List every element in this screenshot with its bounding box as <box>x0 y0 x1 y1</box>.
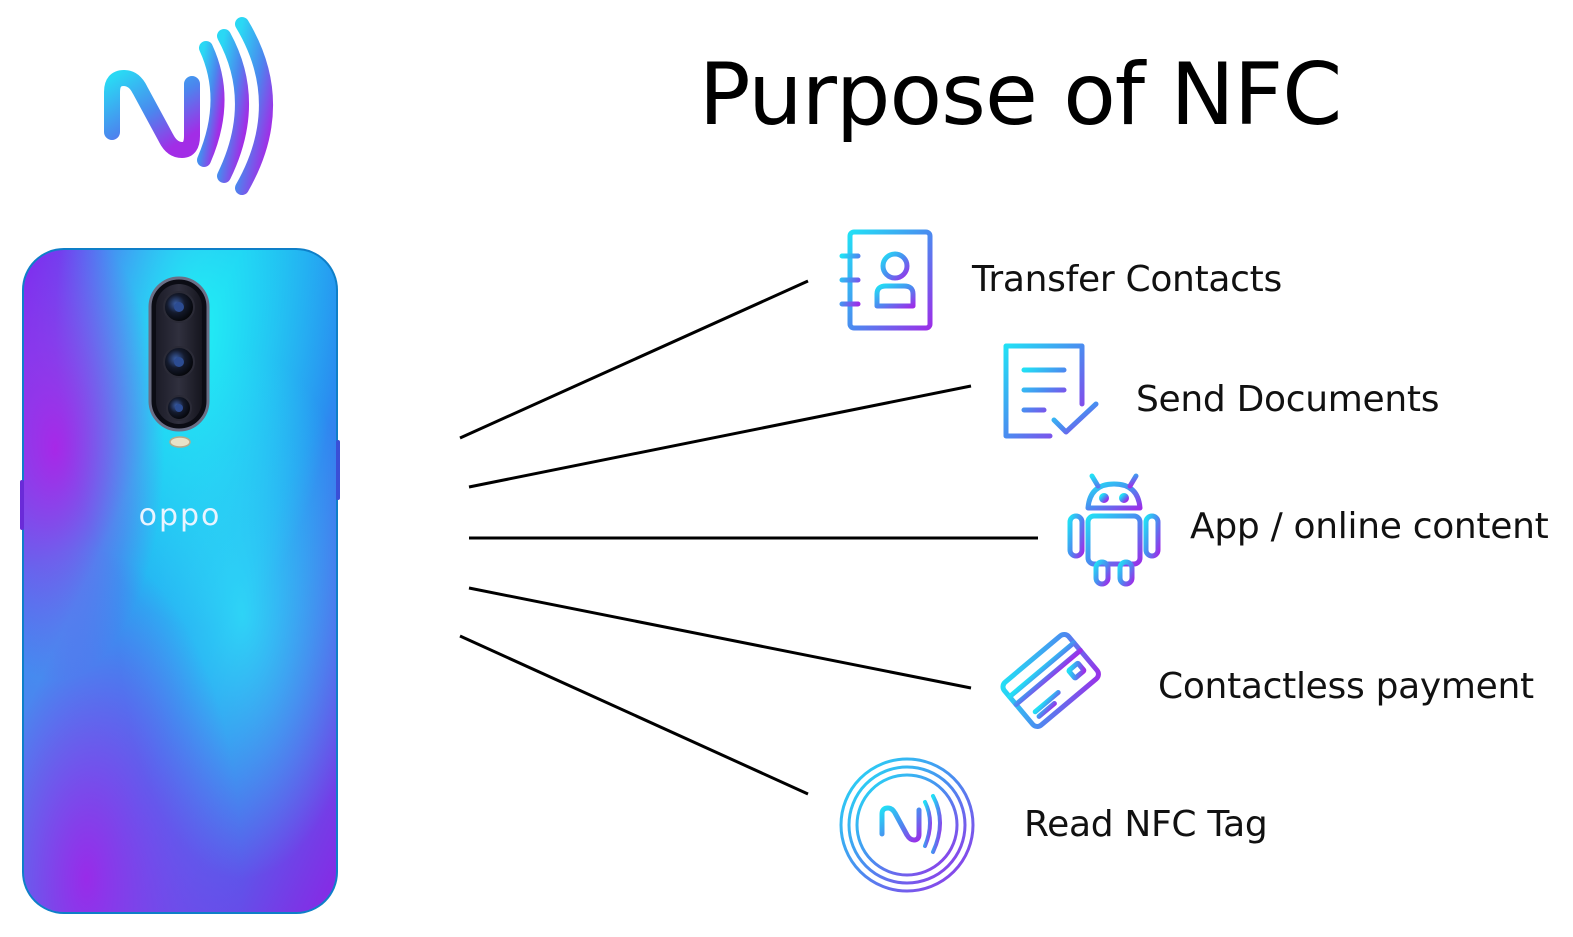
connector-line-5 <box>459 634 809 796</box>
nfc-tag-icon <box>839 757 975 893</box>
camera-module <box>148 276 210 432</box>
credit-card-icon <box>1000 631 1101 743</box>
connector-line-4 <box>468 586 972 690</box>
android-icon <box>1067 473 1161 587</box>
label-send-documents: Send Documents <box>1136 379 1440 420</box>
label-app-online-content: App / online content <box>1190 506 1549 547</box>
phone-image: oppo <box>20 248 340 914</box>
document-check-icon <box>1003 343 1099 439</box>
connector-line-1 <box>459 279 809 440</box>
label-transfer-contacts: Transfer Contacts <box>972 259 1282 300</box>
phone-brand-logo: oppo <box>139 498 222 533</box>
flash-icon <box>169 436 191 448</box>
page-title: Purpose of NFC <box>698 45 1343 145</box>
contacts-book-icon <box>839 229 933 331</box>
nfc-logo-icon <box>104 17 273 195</box>
connector-lines <box>459 279 1038 796</box>
label-read-nfc-tag: Read NFC Tag <box>1024 804 1268 845</box>
connector-line-2 <box>468 384 972 489</box>
label-contactless-payment: Contactless payment <box>1158 666 1534 707</box>
